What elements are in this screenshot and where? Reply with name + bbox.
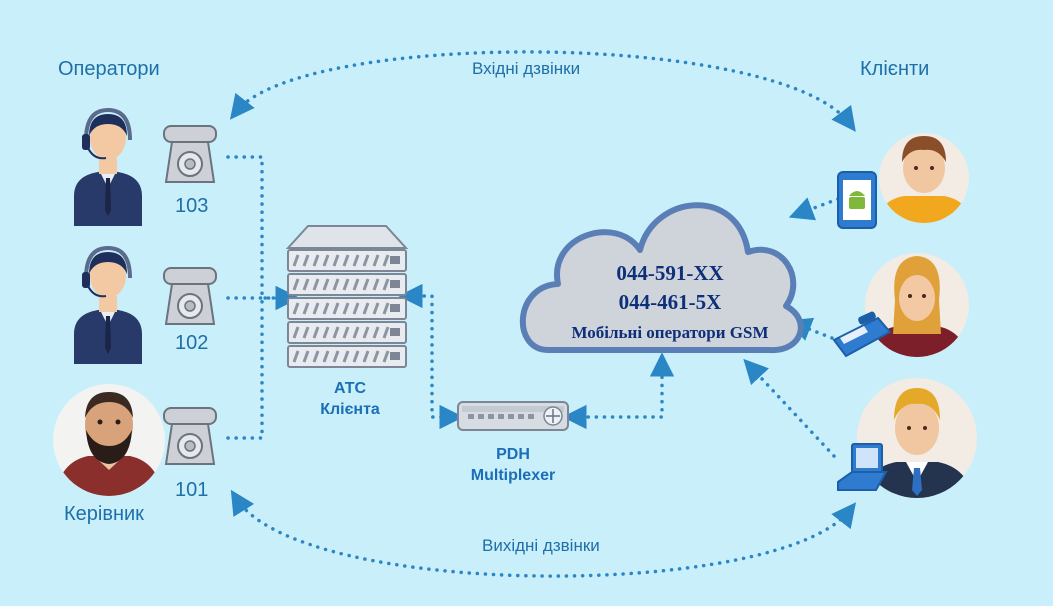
clients-title: Клієнти [860,58,930,80]
desk-phone-icon [163,267,217,325]
link-pdh-cloud [562,352,675,430]
incoming-arc [229,50,856,132]
multiplexer-icon [457,401,569,431]
extension-103: 103 [175,195,209,217]
cloud-number-2: 044-461-5X [618,290,722,314]
manager-title: Керівник [64,503,144,525]
cloud-operators-label: Мобільні оператори GSM [571,323,769,342]
incoming-calls-label: Вхідні дзвінки [472,59,581,78]
link-101 [226,296,264,440]
pbx-label-line1: АТС [333,380,367,397]
outgoing-calls-label: Вихідні дзвінки [482,536,600,555]
pbx-label: АТС Клієнта [300,378,400,420]
operator-headset-icon [72,108,144,228]
link-pbx-pdh [398,283,464,430]
laptop-icon [837,443,888,491]
extension-102: 102 [175,332,209,354]
outgoing-arc [230,489,857,578]
cloud-icon [519,202,804,354]
cloud-number-1: 044-591-XX [616,261,724,285]
operator-headset-icon [72,246,144,366]
pdh-label: PDH Multiplexer [454,444,572,486]
extension-101: 101 [175,479,209,501]
client-avatar-icon [879,133,969,223]
pdh-label-line1: PDH [496,446,530,463]
link-mobile-cloud [788,197,840,221]
operators-title: Оператори [58,58,160,80]
pdh-label-line2: Multiplexer [470,467,556,484]
fax-phone-icon [832,311,892,358]
manager-avatar-icon [53,384,165,496]
link-laptop-cloud [743,358,836,458]
client-avatar-icon [857,378,977,498]
desk-phone-icon [163,407,217,465]
client-avatar-icon [865,253,969,357]
link-103 [226,155,300,311]
desk-phone-icon [163,125,217,183]
server-rack-icon [286,224,408,369]
pbx-label-line2: Клієнта [320,401,380,418]
mobile-android-icon [837,171,877,229]
